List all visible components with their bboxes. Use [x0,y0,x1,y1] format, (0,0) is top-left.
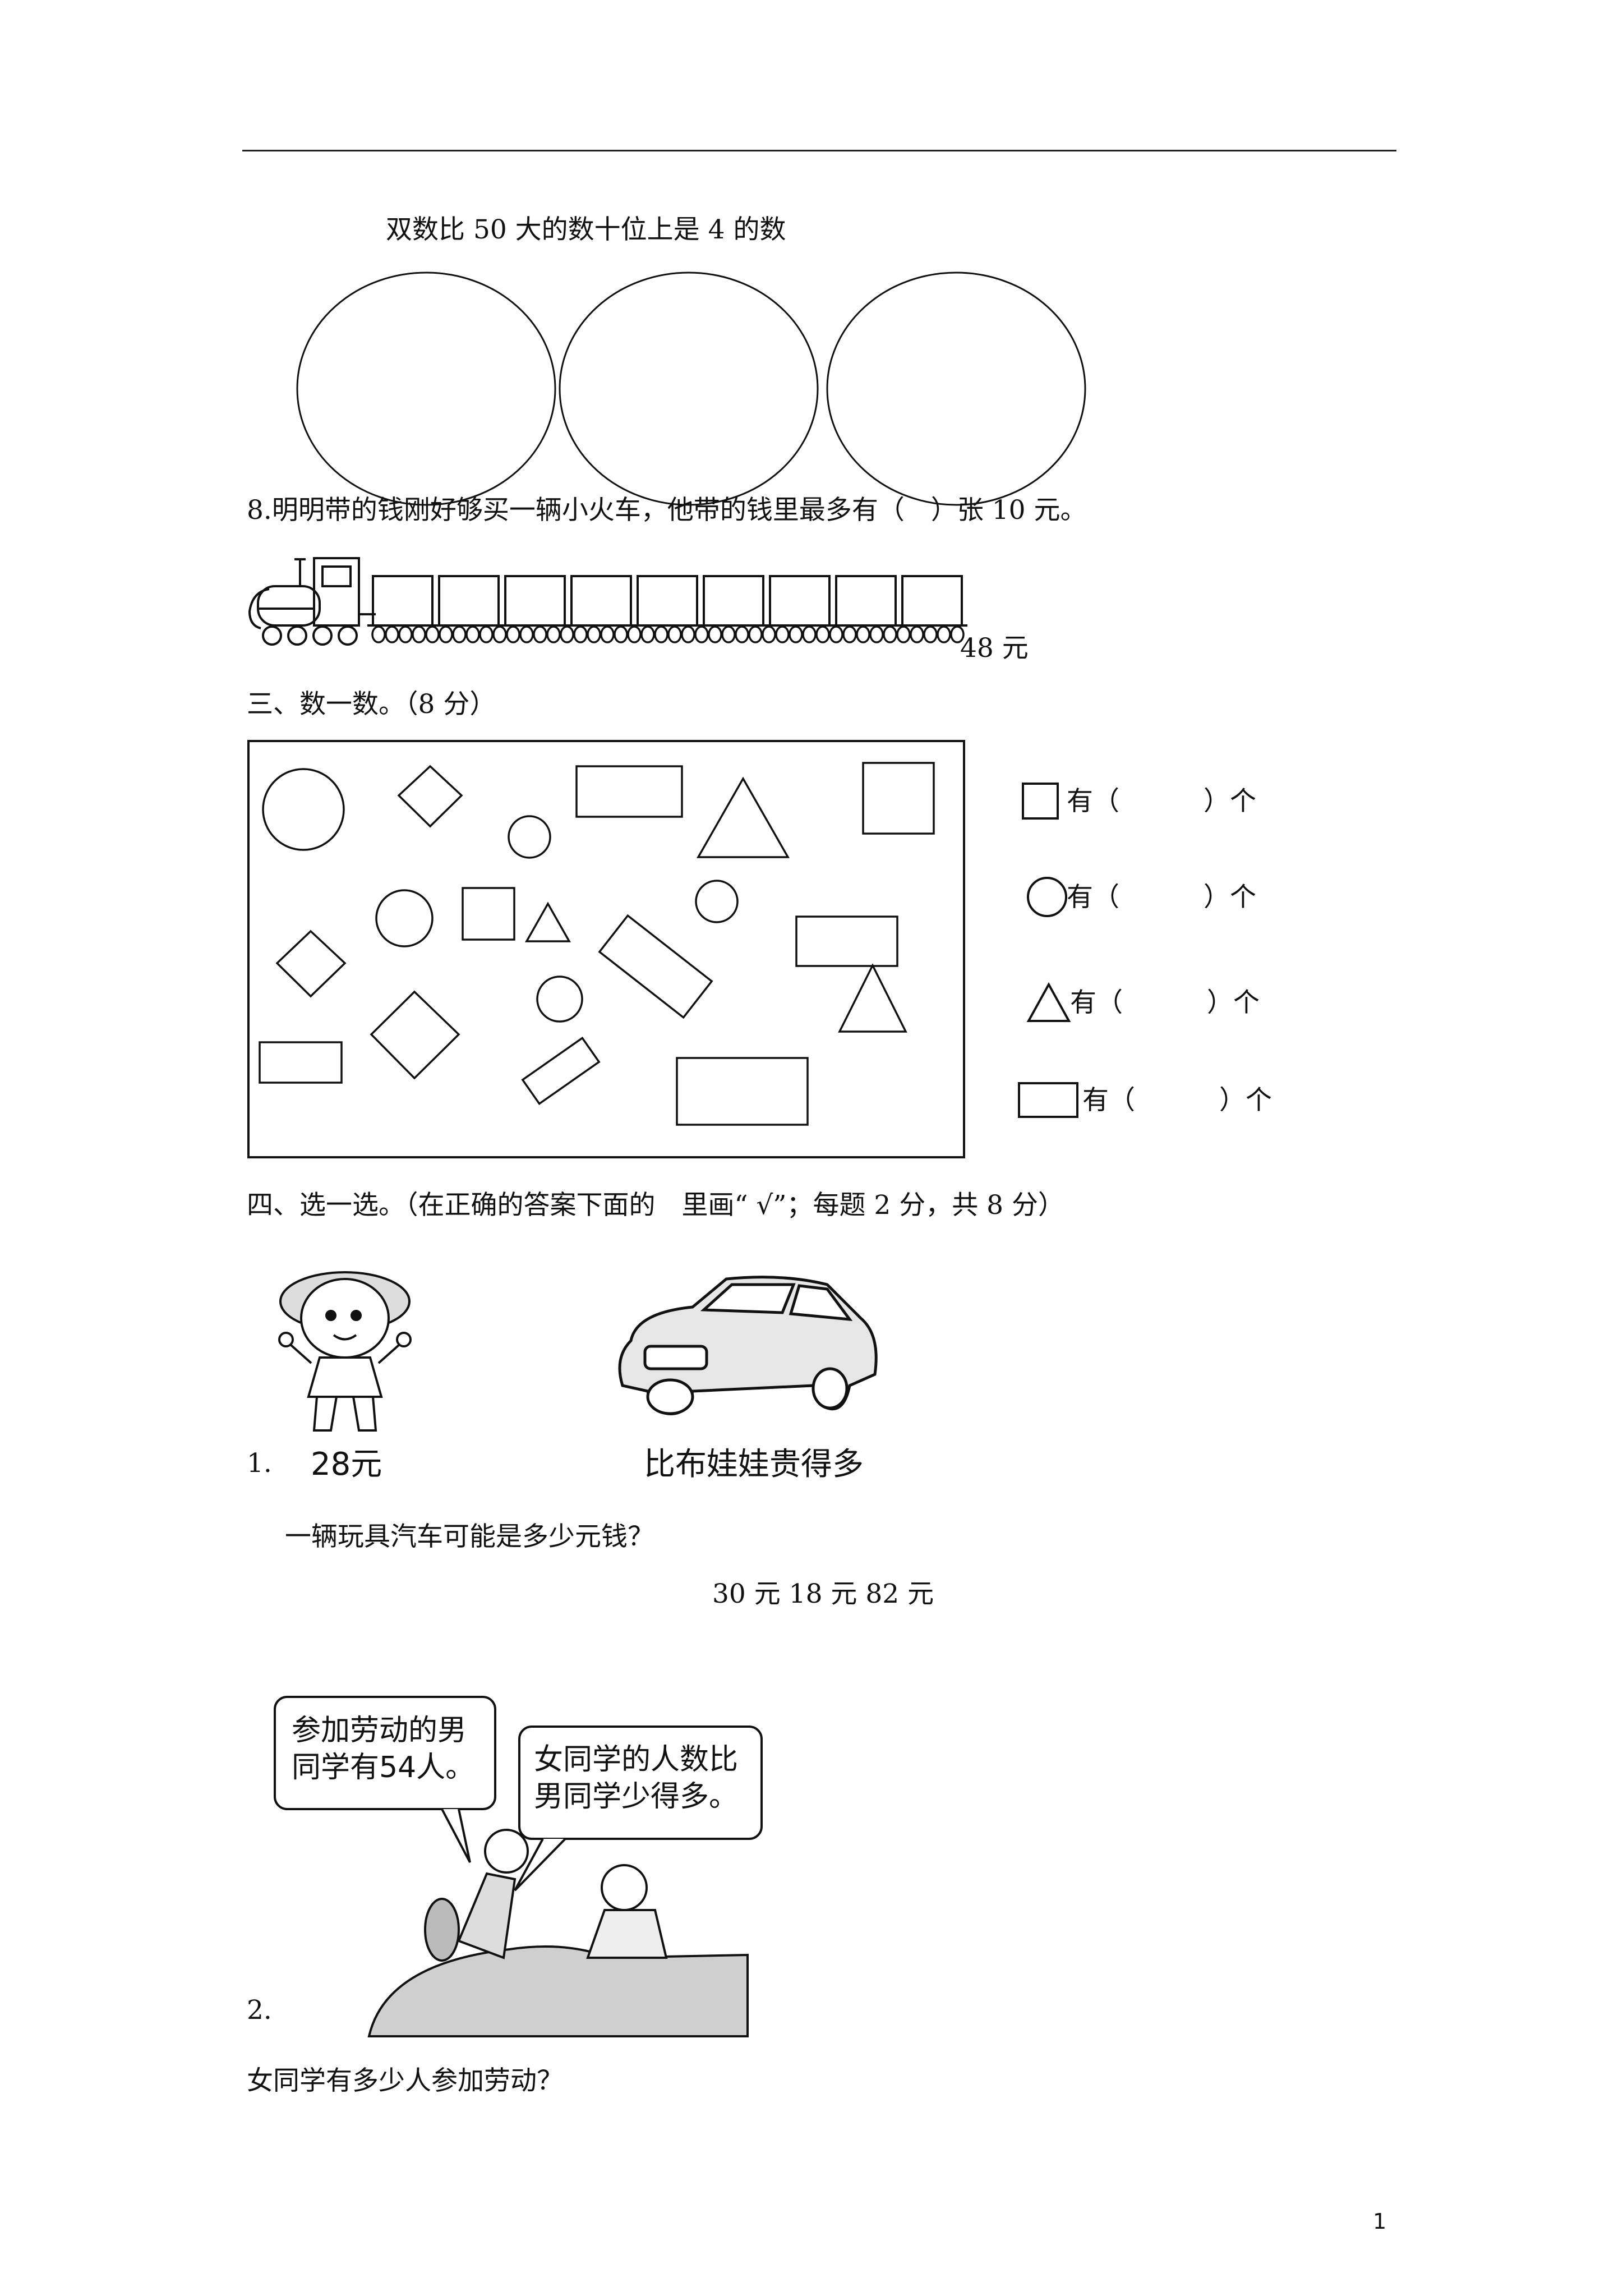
wheel [560,625,574,643]
circle-icon [1027,877,1067,917]
q2-question: 女同学有多少人参加劳动？ [247,2065,563,2096]
wheel [640,625,655,643]
wheel [398,625,413,643]
car-caption: 比布娃娃贵得多 [644,1446,864,1483]
wheel [600,625,615,643]
q1-number: 1. [247,1448,272,1479]
wheel [721,625,736,643]
wheel [546,625,561,643]
wheel [412,625,426,643]
count-label: 有（ [1070,987,1123,1018]
answer-ovals [296,272,1086,506]
wheel [533,625,547,643]
bubble-line: 男同学少得多。 [534,1780,739,1814]
toy-car-illustration [618,1276,878,1415]
wheel [506,625,520,643]
bubble-line: 参加劳动的男 [292,1714,467,1747]
bubble-line: 女同学的人数比 [534,1743,739,1777]
wheel [681,625,695,643]
train-price: 48 元 [960,633,1029,664]
rectangle-icon [1018,1082,1078,1118]
count-close: ）个 [1207,987,1260,1018]
wheel [802,625,817,643]
wheel [842,625,857,643]
wheel [923,625,938,643]
wheel [869,625,884,643]
wheel [452,625,467,643]
boy-speech-bubble: 参加劳动的男 同学有54人。 [292,1712,474,1786]
count-close: ）个 [1219,1084,1272,1116]
section-4-title: 四、选一选。（在正确的答案下面的 里画“ √”；每题 2 分，共 8 分） [247,1190,1065,1221]
bubble-line: 同学有54人。 [292,1751,475,1784]
wheel [573,625,588,643]
count-label: 有（ [1082,1084,1135,1116]
triangle-icon [1026,982,1071,1022]
question-8: 8.明明带的钱刚好够买一辆小火车，他带的钱里最多有（ ）张 10 元。 [247,495,1087,526]
wheel [519,625,534,643]
doll-price: 28元 [311,1446,382,1483]
q1-options: 30 元 18 元 82 元 [712,1579,934,1609]
wheel [910,625,924,643]
wheel [627,625,642,643]
wheel [896,625,911,643]
wheel [667,625,682,643]
q2-number: 2. [247,1995,272,2026]
count-label: 有（ [1067,881,1119,913]
wheel [654,625,668,643]
wheel [587,625,601,643]
header-rule [242,150,1396,151]
train-illustration [248,557,967,646]
wheel [735,625,749,643]
wheel [385,625,399,643]
wheel [748,625,763,643]
labor-illustration [274,1696,763,2037]
count-row-triangle: 有（ ）个 [1026,982,1260,1022]
shapes-box [247,740,965,1158]
count-row-rectangle: 有（ ）个 [1017,1082,1272,1119]
square-icon [1022,783,1059,820]
wheel [815,625,830,643]
count-label: 有（ [1067,785,1119,817]
wheel [937,625,951,643]
wheel [950,625,965,643]
wheel [371,625,386,643]
wheel [883,625,897,643]
doll-illustration [278,1271,412,1432]
wheel [425,625,440,643]
q1-question: 一辆玩具汽车可能是多少元钱？ [285,1521,654,1552]
wheel [775,625,790,643]
page-number: 1 [1373,2209,1387,2234]
wheel [439,625,453,643]
wheel [694,625,709,643]
venn-label: 双数比 50 大的数十位上是 4 的数 [386,214,786,245]
count-row-circle: 有（ ）个 [1027,877,1256,917]
wheel [789,625,803,643]
count-close: ）个 [1204,881,1256,913]
wheel [614,625,628,643]
wheel [465,625,480,643]
count-close: ）个 [1204,785,1256,817]
wheel [492,625,507,643]
wheel [856,625,870,643]
wheel [479,625,494,643]
girl-speech-bubble: 女同学的人数比 男同学少得多。 [534,1741,738,1815]
wheel [829,625,843,643]
count-row-square: 有（ ）个 [1021,781,1256,821]
wheel [762,625,776,643]
wheel [708,625,722,643]
section-3-title: 三、数一数。（8 分） [247,689,496,720]
